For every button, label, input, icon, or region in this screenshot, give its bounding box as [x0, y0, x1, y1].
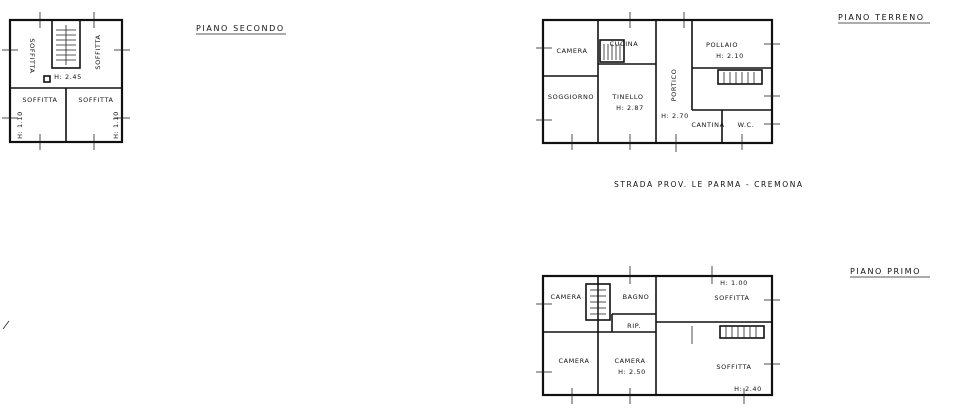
pencil-mark — [2, 320, 10, 330]
first-dimension-ticks — [536, 266, 780, 404]
second-floor-stair-treads — [56, 25, 76, 65]
second-height-left-label: H: 1.10 — [16, 111, 24, 139]
first-floor-title: PIANO PRIMO — [850, 267, 921, 276]
first-soffitta-top-label: SOFFITTA — [714, 294, 749, 302]
ground-stair-treads — [603, 44, 621, 60]
ground-soggiorno-label: SOGGIORNO — [548, 93, 594, 101]
ground-dimension-ticks — [536, 12, 780, 152]
ground-floor-plan: CAMERA CUCINA POLLAIO H: 2.10 PORTICO SO… — [536, 12, 780, 152]
first-height-top-label: H: 1.00 — [720, 279, 748, 287]
first-height-bottom-label: H: 2.40 — [734, 385, 762, 393]
second-soffitta-bottom-left-label: SOFFITTA — [22, 96, 57, 104]
second-floor-chimney — [43, 75, 51, 83]
first-camera-bottom-left-label: CAMERA — [559, 357, 590, 365]
ground-cantina-label: CANTINA — [691, 121, 724, 129]
second-floor-stair-block — [51, 19, 81, 69]
second-soffitta-left-label: SOFFITTA — [28, 38, 36, 73]
first-stair-treads-right — [725, 326, 757, 338]
first-rip-label: RIP. — [627, 322, 641, 330]
second-soffitta-right-label: SOFFITTA — [94, 34, 102, 69]
ground-tinello-label: TINELLO — [611, 93, 643, 101]
ground-pollaio-height-label: H: 2.10 — [716, 52, 744, 60]
ground-stair-treads-right — [723, 72, 755, 84]
first-camera-bottom-mid-height-label: H: 2.50 — [618, 368, 646, 376]
second-soffitta-bottom-right-label: SOFFITTA — [78, 96, 113, 104]
ground-wc-label: W.C. — [738, 121, 755, 129]
second-floor-title: PIANO SECONDO — [196, 24, 285, 33]
ground-camera-label: CAMERA — [557, 47, 588, 55]
first-soffitta-bottom-label: SOFFITTA — [716, 363, 751, 371]
first-stair-block-right — [719, 325, 765, 339]
first-floor-plan: CAMERA BAGNO H: 1.00 SOFFITTA RIP. CAMER… — [536, 266, 780, 404]
second-height-center-label: H: 2.45 — [54, 73, 82, 81]
first-bagno-label: BAGNO — [623, 293, 650, 301]
first-camera-top-left-label: CAMERA — [551, 293, 582, 301]
ground-floor-title: PIANO TERRENO — [838, 13, 925, 22]
ground-tinello-height-label: H: 2.87 — [616, 104, 644, 112]
second-height-right-label: H: 1.10 — [112, 111, 120, 139]
first-stair-block — [585, 283, 611, 321]
ground-portico-height-label: H: 2.70 — [661, 112, 689, 120]
ground-floor-outer-wall — [541, 18, 774, 145]
ground-cucina-label: CUCINA — [610, 40, 639, 48]
first-camera-bottom-mid-label: CAMERA — [615, 357, 646, 365]
ground-portico-label: PORTICO — [670, 69, 678, 102]
first-stair-treads — [590, 286, 606, 318]
ground-pollaio-label: POLLAIO — [706, 41, 738, 49]
ground-stair-block-right — [717, 69, 763, 85]
second-floor-plan: SOFFITTA SOFFITTA H: 2.45 SOFFITTA SOFFI… — [2, 12, 130, 150]
first-floor-outer-wall — [541, 274, 774, 397]
street-label: STRADA PROV. LE PARMA - CREMONA — [614, 180, 804, 189]
second-floor-dimension-ticks — [2, 12, 130, 150]
ground-stair-block — [599, 39, 625, 63]
